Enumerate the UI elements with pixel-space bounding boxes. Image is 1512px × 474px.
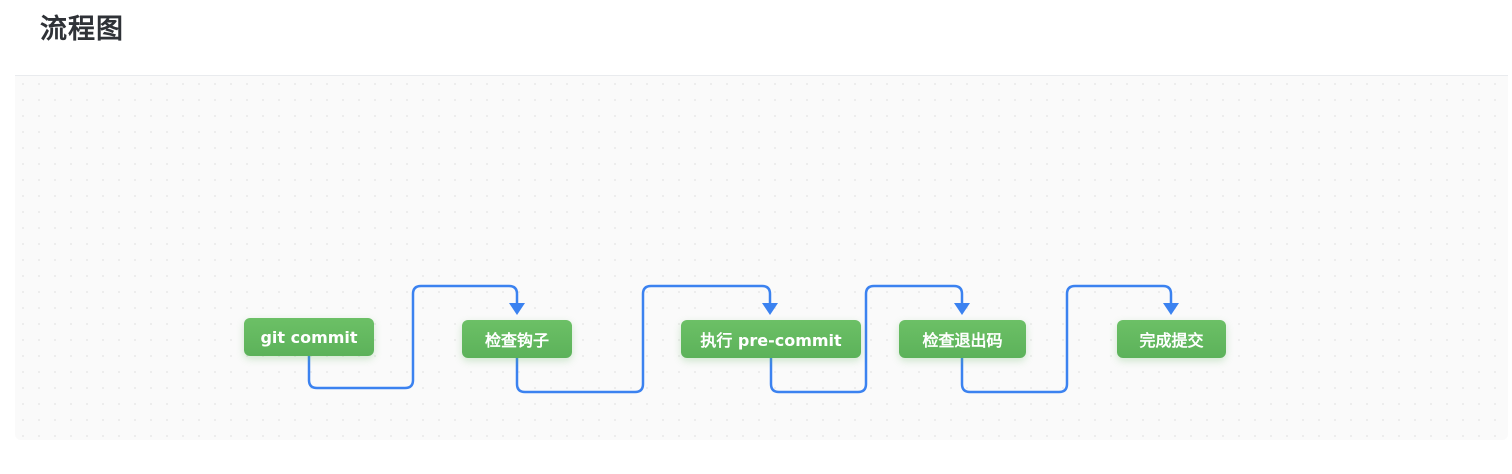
node-run-pre-commit[interactable]: 执行 pre-commit	[681, 320, 861, 358]
node-check-hook[interactable]: 检查钩子	[462, 320, 572, 358]
header-divider	[15, 75, 1508, 76]
diagram-canvas[interactable]	[15, 76, 1508, 440]
node-complete-commit[interactable]: 完成提交	[1117, 320, 1226, 358]
node-git-commit[interactable]: git commit	[244, 318, 374, 356]
page-title: 流程图	[40, 14, 124, 45]
node-check-exit-code[interactable]: 检查退出码	[899, 320, 1026, 358]
